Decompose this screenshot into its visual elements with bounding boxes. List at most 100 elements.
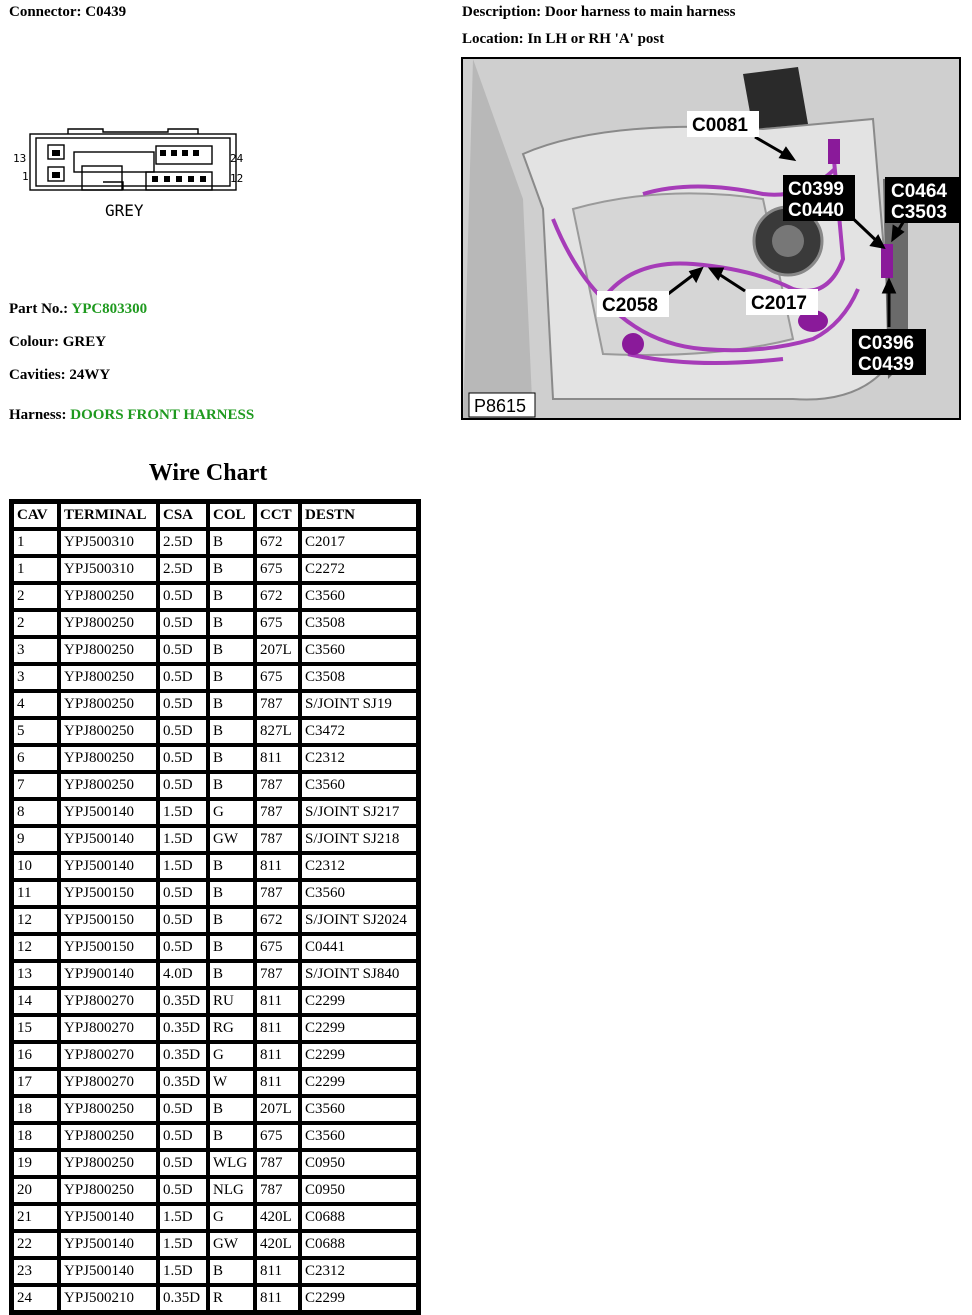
cell-terminal: YPJ800250 [59, 691, 158, 718]
cell-cav: 17 [12, 1069, 59, 1096]
cell-csa: 0.5D [158, 610, 208, 637]
cell-terminal: YPJ800250 [59, 637, 158, 664]
cell-col: G [208, 1204, 255, 1231]
pin-label-1: 1 [22, 170, 29, 183]
cell-destn: S/JOINT SJ2024 [300, 907, 418, 934]
cell-cct: 827L [255, 718, 300, 745]
cell-destn: C0688 [300, 1204, 418, 1231]
cell-cav: 8 [12, 799, 59, 826]
cell-terminal: YPJ900140 [59, 961, 158, 988]
column-header-cct: CCT [255, 502, 300, 529]
cell-cct: 675 [255, 610, 300, 637]
cell-cav: 2 [12, 610, 59, 637]
cell-terminal: YPJ800270 [59, 1069, 158, 1096]
cell-cct: 207L [255, 1096, 300, 1123]
description-label: Description: Door harness to main harnes… [462, 4, 736, 20]
cell-destn: C3472 [300, 718, 418, 745]
cell-terminal: YPJ800270 [59, 1042, 158, 1069]
cell-cav: 23 [12, 1258, 59, 1285]
cell-cct: 811 [255, 1015, 300, 1042]
cell-destn: C3508 [300, 610, 418, 637]
cell-cct: 787 [255, 772, 300, 799]
cell-col: B [208, 1096, 255, 1123]
cell-csa: 0.5D [158, 691, 208, 718]
door-location-image: C0081 C0399 C0440 C0464 C3503 C2058 C201… [461, 57, 961, 420]
cell-cct: 672 [255, 529, 300, 556]
cell-csa: 1.5D [158, 1231, 208, 1258]
cell-cav: 10 [12, 853, 59, 880]
cell-cct: 787 [255, 961, 300, 988]
cell-cav: 4 [12, 691, 59, 718]
pin-label-24: 24 [230, 152, 244, 165]
callout-c0396: C0396 [858, 333, 914, 354]
cell-col: B [208, 907, 255, 934]
cell-destn: C3560 [300, 772, 418, 799]
cell-destn: C2017 [300, 529, 418, 556]
cell-csa: 0.5D [158, 1123, 208, 1150]
cell-cct: 787 [255, 880, 300, 907]
cell-destn: C3560 [300, 1096, 418, 1123]
cell-cct: 787 [255, 1177, 300, 1204]
cell-cav: 13 [12, 961, 59, 988]
cell-col: WLG [208, 1150, 255, 1177]
column-header-terminal: TERMINAL [59, 502, 158, 529]
cell-cct: 420L [255, 1204, 300, 1231]
cell-csa: 0.5D [158, 1096, 208, 1123]
cell-csa: 2.5D [158, 556, 208, 583]
cell-col: B [208, 961, 255, 988]
callout-c0399: C0399 [788, 179, 844, 200]
connector-label: Connector: C0439 [9, 4, 127, 20]
cell-csa: 1.5D [158, 1258, 208, 1285]
cell-col: B [208, 691, 255, 718]
cell-csa: 0.5D [158, 907, 208, 934]
cell-terminal: YPJ800250 [59, 610, 158, 637]
location-label: Location: In LH or RH 'A' post [462, 31, 665, 47]
cell-col: B [208, 718, 255, 745]
cell-col: GW [208, 826, 255, 853]
callout-c0439: C0439 [858, 354, 914, 375]
cell-destn: C0950 [300, 1150, 418, 1177]
cell-csa: 0.5D [158, 880, 208, 907]
cell-terminal: YPJ800250 [59, 583, 158, 610]
cell-col: NLG [208, 1177, 255, 1204]
cell-col: RU [208, 988, 255, 1015]
cell-destn: C2299 [300, 1042, 418, 1069]
colour-label: Colour: GREY [9, 334, 107, 350]
cell-terminal: YPJ800250 [59, 745, 158, 772]
cell-cct: 787 [255, 691, 300, 718]
pin-label-12: 12 [230, 172, 243, 185]
cell-terminal: YPJ500140 [59, 1258, 158, 1285]
cell-cav: 2 [12, 583, 59, 610]
cell-cct: 811 [255, 1285, 300, 1312]
cell-cav: 1 [12, 529, 59, 556]
cavities-label: Cavities: 24WY [9, 367, 111, 383]
cell-col: RG [208, 1015, 255, 1042]
cell-cct: 811 [255, 988, 300, 1015]
cell-cct: 787 [255, 826, 300, 853]
cell-cav: 3 [12, 637, 59, 664]
cell-col: B [208, 880, 255, 907]
column-header-csa: CSA [158, 502, 208, 529]
cell-cav: 20 [12, 1177, 59, 1204]
cell-csa: 1.5D [158, 826, 208, 853]
cell-destn: C3560 [300, 583, 418, 610]
cell-terminal: YPJ800250 [59, 664, 158, 691]
pin-label-13: 13 [13, 152, 26, 165]
cell-terminal: YPJ800250 [59, 1123, 158, 1150]
cell-cav: 21 [12, 1204, 59, 1231]
cell-csa: 0.5D [158, 1177, 208, 1204]
cell-cav: 19 [12, 1150, 59, 1177]
cell-terminal: YPJ500150 [59, 934, 158, 961]
cell-cav: 16 [12, 1042, 59, 1069]
